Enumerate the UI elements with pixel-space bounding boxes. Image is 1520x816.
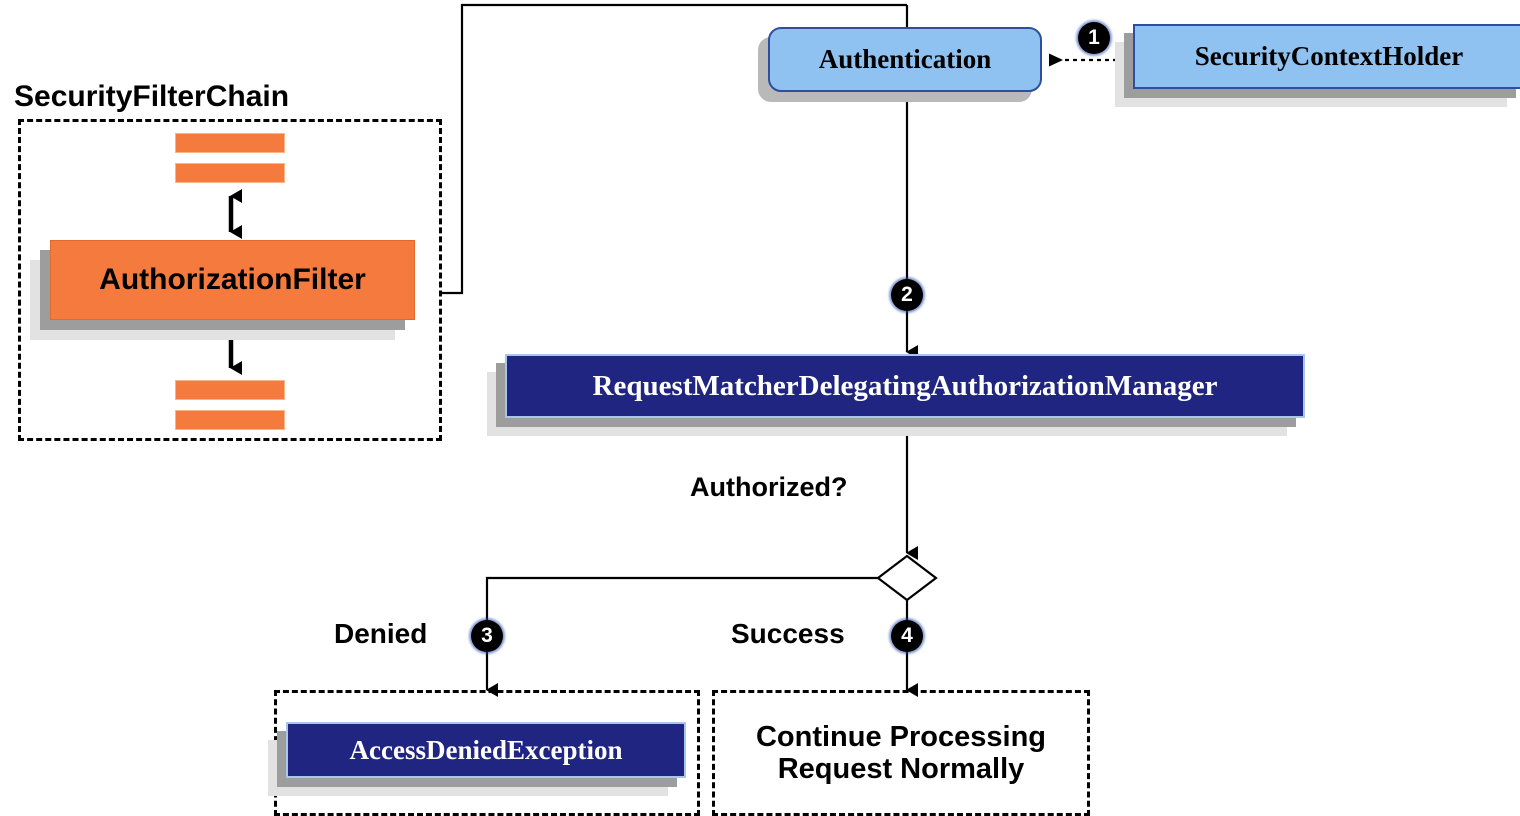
- authorization-manager-node[interactable]: RequestMatcherDelegatingAuthorizationMan…: [505, 354, 1305, 418]
- security-context-holder-label: SecurityContextHolder: [1194, 41, 1464, 71]
- security-filter-chain-title: SecurityFilterChain: [14, 80, 290, 113]
- filter-bar-upper-2: [175, 163, 285, 183]
- badge-1: 1: [1078, 22, 1110, 54]
- access-denied-exception-node[interactable]: AccessDeniedException: [286, 722, 686, 778]
- success-outcome-container: [712, 690, 1090, 816]
- filter-bar-upper-1: [175, 133, 285, 153]
- security-filter-chain-container: [18, 119, 442, 441]
- authorization-manager-label: RequestMatcherDelegatingAuthorizationMan…: [592, 369, 1218, 402]
- authentication-label: Authentication: [818, 44, 992, 74]
- access-denied-exception-label: AccessDeniedException: [349, 734, 623, 765]
- filter-bar-lower-2: [175, 410, 285, 430]
- denied-branch-label: Denied: [334, 618, 428, 649]
- authentication-node[interactable]: Authentication: [768, 27, 1042, 92]
- security-context-holder-node[interactable]: SecurityContextHolder: [1133, 24, 1520, 89]
- authorization-filter-label: AuthorizationFilter: [99, 263, 366, 296]
- authorization-filter-node[interactable]: AuthorizationFilter: [50, 240, 415, 320]
- badge-2: 2: [891, 279, 923, 311]
- badge-3: 3: [471, 620, 503, 652]
- filter-bar-lower-1: [175, 380, 285, 400]
- success-branch-label: Success: [731, 618, 845, 649]
- badge-4: 4: [891, 620, 923, 652]
- authorized-question-label: Authorized?: [690, 472, 848, 502]
